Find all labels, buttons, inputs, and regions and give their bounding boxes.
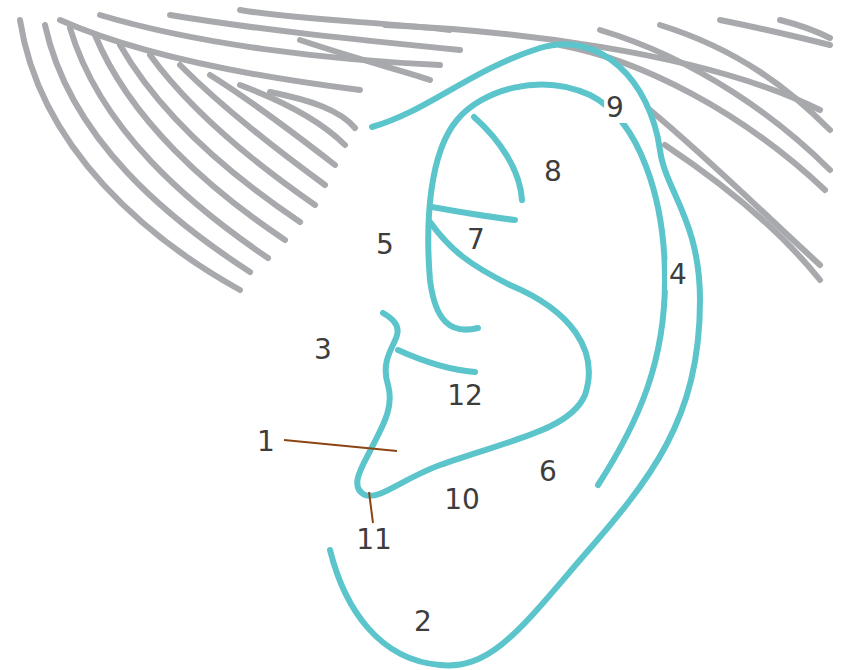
hair-strand [270,92,355,128]
hair-strand [45,25,250,272]
callout-number: 12 [445,381,485,411]
callout-number: 5 [374,230,396,260]
hair-strand [300,40,430,80]
callout-number: 9 [604,93,626,123]
hair-strand [650,110,820,265]
hair-strand [720,20,830,45]
callout-number: 3 [312,335,334,365]
hair-strand [780,20,830,38]
ear-outline [330,44,700,665]
callout-number: 11 [354,525,394,555]
callout-number: 7 [465,225,487,255]
antihelix-tragus-curve [357,222,589,496]
callout-number: 4 [667,260,689,290]
hair-strand [120,45,300,222]
callout-number: 1 [255,427,277,457]
callout-number: 8 [542,157,564,187]
crus-curve [432,207,515,220]
leader-line [284,440,397,451]
hair-strands [20,10,830,290]
tragus-branch [398,350,475,372]
callout-number: 6 [537,457,559,487]
callout-number: 10 [442,485,482,515]
callout-number: 2 [412,607,434,637]
leader-lines [284,440,397,523]
crus-curve [474,117,522,200]
helix-curve [330,44,700,665]
leader-line [369,492,373,523]
